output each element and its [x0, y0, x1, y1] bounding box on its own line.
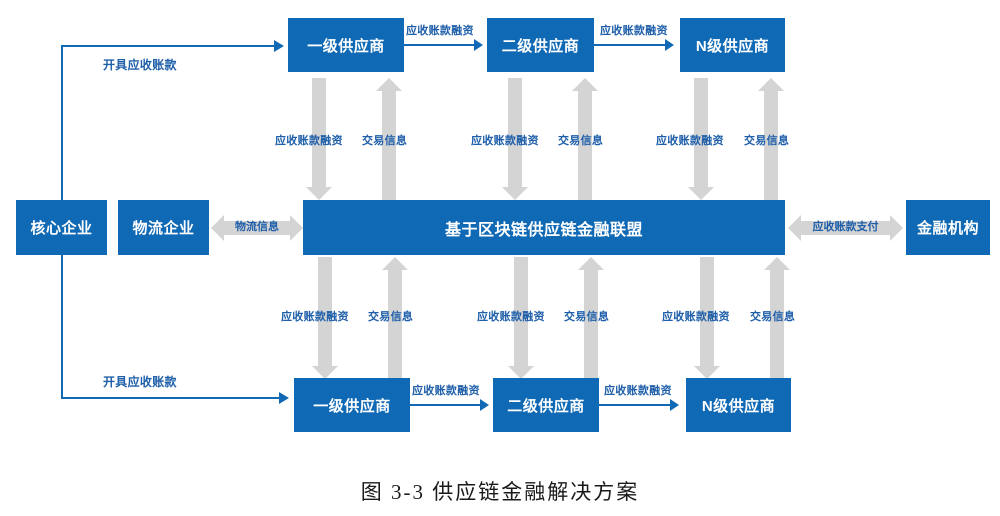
logistics-info-label: 物流信息: [235, 221, 279, 233]
issue-receivable-bottom-arrowhead: [279, 392, 289, 404]
issue-receivable-bottom-line: [61, 397, 281, 399]
grey-arrow-down-top-3: [688, 78, 714, 200]
issue-receivable-bottom-label: 开具应收账款: [103, 375, 177, 389]
grey-label-financing-top-3: 应收账款融资: [656, 135, 724, 147]
node-blockchain-alliance-label: 基于区块链供应链金融联盟: [444, 221, 643, 239]
grey-arrow-up-bottom-1: [382, 257, 408, 379]
node-logistics-enterprise-label: 物流企业: [132, 220, 195, 237]
bottom-chain-label-1: 应收账款融资: [412, 385, 480, 397]
grey-arrow-down-bottom-2: [508, 257, 534, 379]
node-top-supplier-1[interactable]: 一级供应商: [288, 18, 404, 72]
node-core-enterprise[interactable]: 核心企业: [16, 200, 107, 255]
receivable-payment-label: 应收账款支付: [812, 221, 879, 233]
node-blockchain-alliance[interactable]: 基于区块链供应链金融联盟: [303, 200, 785, 255]
grey-arrow-up-bottom-3: [764, 257, 790, 379]
grey-arrow-down-bottom-3: [694, 257, 720, 379]
grey-label-info-top-2: 交易信息: [558, 135, 604, 147]
grey-arrow-down-bottom-1: [312, 257, 338, 379]
grey-label-financing-bottom-1: 应收账款融资: [281, 311, 349, 323]
grey-label-info-top-3: 交易信息: [744, 135, 790, 147]
bottom-chain-line-1: [410, 404, 482, 406]
node-bottom-supplier-2[interactable]: 二级供应商: [493, 378, 599, 432]
grey-arrow-down-top-1: [306, 78, 332, 200]
figure-caption: 图 3-3 供应链金融解决方案: [360, 480, 640, 504]
grey-label-financing-bottom-3: 应收账款融资: [662, 311, 730, 323]
node-bottom-supplier-1[interactable]: 一级供应商: [294, 378, 410, 432]
node-financial-institution-label: 金融机构: [916, 220, 979, 237]
top-chain-label-2: 应收账款融资: [600, 25, 668, 37]
grey-label-financing-top-2: 应收账款融资: [471, 135, 539, 147]
grey-double-arrow-logistics: 物流信息: [211, 215, 303, 241]
grey-label-info-top-1: 交易信息: [362, 135, 408, 147]
node-financial-institution[interactable]: 金融机构: [906, 200, 990, 255]
grey-arrow-down-top-2: [502, 78, 528, 200]
core-enterprise-trunk-up: [61, 45, 63, 201]
bottom-chain-arrowhead-1: [480, 399, 489, 411]
node-bottom-supplier-3[interactable]: N级供应商: [686, 378, 791, 432]
grey-arrow-up-top-3: [758, 78, 784, 200]
node-top-supplier-1-label: 一级供应商: [307, 37, 385, 55]
node-bottom-supplier-3-label: N级供应商: [701, 397, 776, 415]
top-chain-label-1: 应收账款融资: [406, 25, 474, 37]
node-logistics-enterprise[interactable]: 物流企业: [118, 200, 209, 255]
bottom-chain-line-2: [599, 404, 671, 406]
node-top-supplier-2-label: 二级供应商: [501, 37, 580, 55]
top-chain-arrowhead-1: [474, 39, 483, 51]
top-chain-line-2: [594, 44, 666, 46]
node-bottom-supplier-1-label: 一级供应商: [313, 397, 391, 415]
grey-arrow-up-top-1: [376, 78, 402, 200]
issue-receivable-top-label: 开具应收账款: [103, 58, 177, 72]
grey-label-info-bottom-1: 交易信息: [368, 311, 414, 323]
grey-label-info-bottom-2: 交易信息: [564, 311, 610, 323]
grey-label-info-bottom-3: 交易信息: [750, 311, 796, 323]
node-top-supplier-3[interactable]: N级供应商: [680, 18, 785, 72]
grey-label-financing-bottom-2: 应收账款融资: [477, 311, 545, 323]
node-bottom-supplier-2-label: 二级供应商: [507, 397, 585, 415]
grey-arrow-up-bottom-2: [578, 257, 604, 379]
bottom-chain-label-2: 应收账款融资: [604, 385, 672, 397]
top-chain-line-1: [404, 44, 476, 46]
core-enterprise-trunk-down: [61, 255, 63, 398]
grey-label-financing-top-1: 应收账款融资: [275, 135, 343, 147]
grey-arrow-up-top-2: [572, 78, 598, 200]
bottom-chain-arrowhead-2: [670, 399, 679, 411]
top-chain-arrowhead-2: [665, 39, 674, 51]
node-top-supplier-2[interactable]: 二级供应商: [487, 18, 594, 72]
node-top-supplier-3-label: N级供应商: [695, 37, 770, 55]
issue-receivable-top-line: [61, 45, 276, 47]
grey-double-arrow-payment: 应收账款支付: [788, 215, 903, 241]
issue-receivable-top-arrowhead: [274, 40, 284, 52]
node-core-enterprise-label: 核心企业: [30, 220, 93, 237]
